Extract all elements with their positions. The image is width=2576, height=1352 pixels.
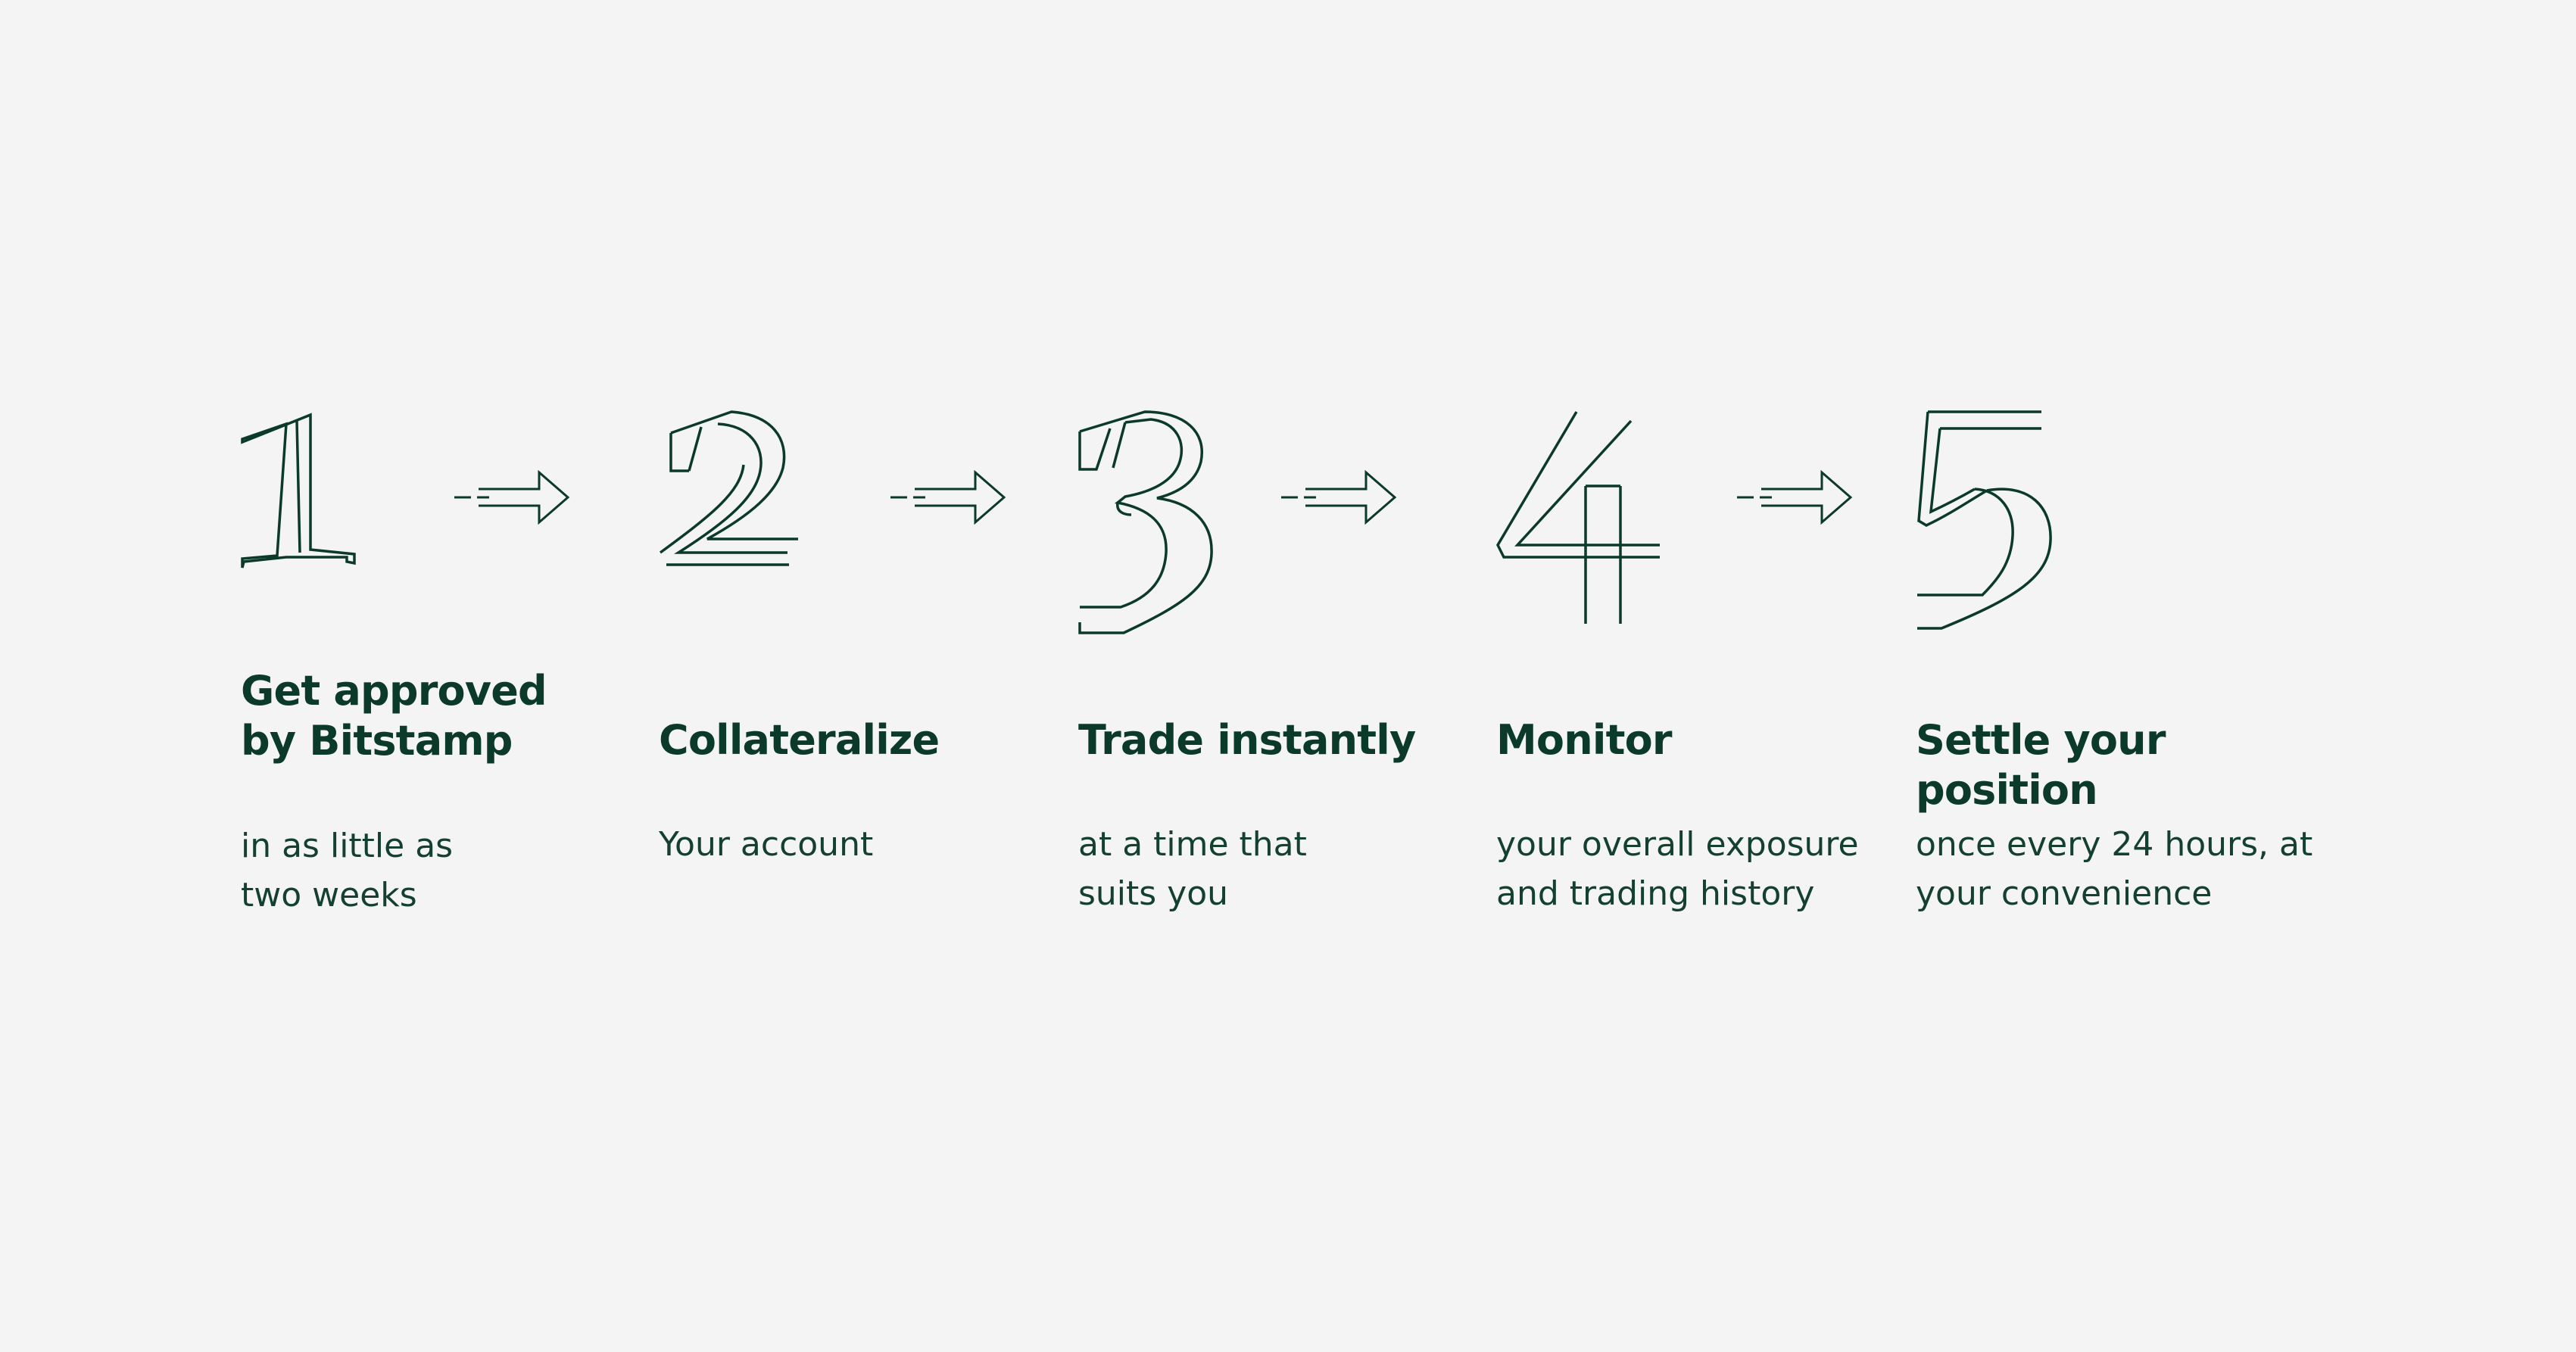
step-title: Get approved by Bitstamp bbox=[241, 667, 547, 765]
step-title: Settle your position bbox=[1916, 716, 2166, 814]
step-description: in as little as two weeks bbox=[241, 827, 454, 914]
step-title: Trade instantly bbox=[1078, 716, 1416, 764]
numeral-1-icon bbox=[241, 413, 356, 569]
arrow-right-icon bbox=[1737, 469, 1853, 525]
arrow-right-icon bbox=[890, 469, 1006, 525]
step-description: your overall exposure and trading histor… bbox=[1496, 825, 1859, 913]
arrow-right-icon bbox=[1281, 469, 1397, 525]
numeral-5-icon bbox=[1917, 410, 2052, 630]
step-description: at a time that suits you bbox=[1078, 825, 1307, 913]
step-description: Your account bbox=[659, 825, 874, 864]
step-title: Monitor bbox=[1496, 716, 1673, 764]
step-title: Collateralize bbox=[659, 716, 940, 764]
numeral-3-icon bbox=[1078, 410, 1213, 634]
step-description: once every 24 hours, at your convenience bbox=[1916, 825, 2313, 913]
numeral-4-icon bbox=[1496, 411, 1660, 624]
numeral-2-icon bbox=[659, 410, 798, 566]
arrow-right-icon bbox=[454, 469, 570, 525]
